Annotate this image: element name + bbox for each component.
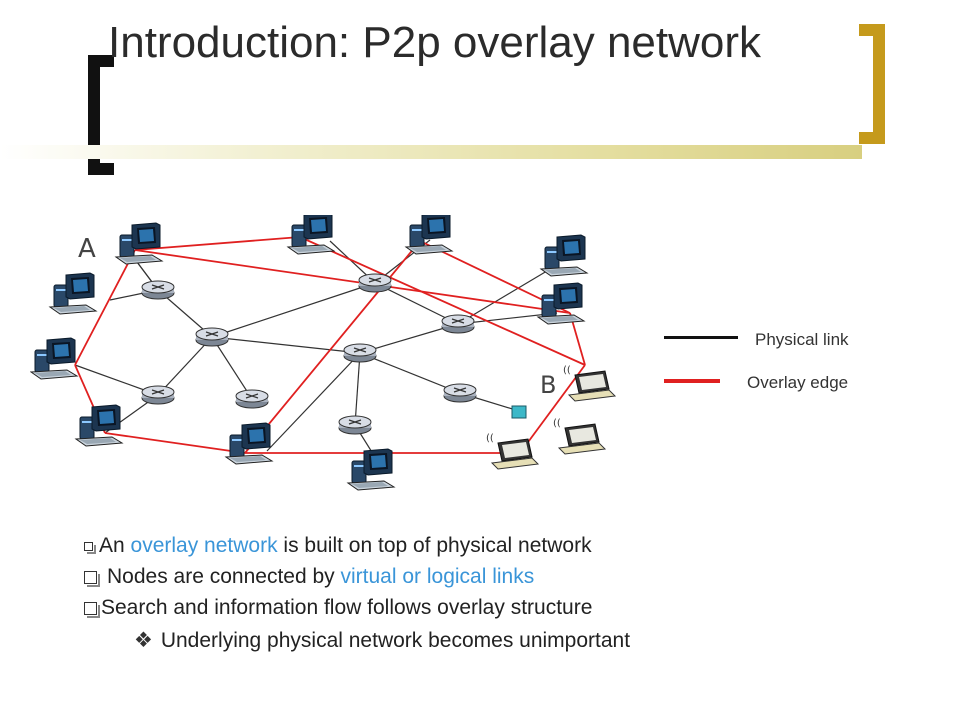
laptop-2: [552, 417, 606, 455]
legend-overlay-label: Overlay edge: [747, 373, 849, 392]
host-a: [115, 222, 163, 265]
legend-physical-label: Physical link: [755, 330, 849, 349]
diamond-bullet-icon: ❖: [134, 629, 153, 652]
host-5: [49, 272, 97, 315]
host-4: [540, 234, 588, 277]
overlay-network-diagram: ((: [30, 215, 616, 491]
router-7: [441, 314, 475, 334]
router-3: [141, 385, 175, 405]
checkbox-bullet-icon: [84, 570, 100, 587]
host-8: [75, 404, 123, 447]
router-1: [141, 280, 175, 300]
bullet-1: An overlay network is built on top of ph…: [84, 534, 592, 558]
right-bracket-bottom: [859, 132, 885, 144]
physical-links: [74, 239, 558, 474]
hosts: [30, 215, 616, 491]
router-9: [338, 415, 372, 435]
title-underline-band: [0, 145, 862, 159]
host-7: [30, 337, 78, 380]
legend-physical-swatch: [664, 336, 738, 339]
router-6: [343, 343, 377, 363]
checkbox-bullet-icon: [84, 541, 96, 554]
host-6: [537, 282, 585, 325]
router-2: [195, 327, 229, 347]
host-10: [347, 448, 395, 491]
left-bracket-top: [88, 55, 114, 67]
router-5: [358, 273, 392, 293]
host-3: [405, 215, 453, 255]
legend-overlay-swatch: [664, 379, 720, 383]
router-4: [235, 389, 269, 409]
bullet-2: Nodes are connected by virtual or logica…: [84, 565, 534, 589]
host-2: [287, 215, 335, 255]
node-label-a: A: [78, 234, 96, 264]
slide-title: Introduction: P2p overlay network: [108, 18, 762, 67]
overlay-edges: [74, 236, 586, 454]
left-bracket-bottom: [88, 163, 114, 175]
router-8: [443, 383, 477, 403]
routers: [141, 273, 477, 435]
bullet-3: Search and information flow follows over…: [84, 596, 592, 620]
right-bracket-top: [859, 24, 885, 36]
right-bracket: [873, 24, 885, 144]
bullet-4: ❖Underlying physical network becomes uni…: [134, 629, 631, 652]
checkbox-bullet-icon: [84, 601, 100, 618]
node-label-b: B: [540, 371, 556, 399]
access-point: [511, 405, 527, 419]
host-9: [225, 422, 273, 465]
